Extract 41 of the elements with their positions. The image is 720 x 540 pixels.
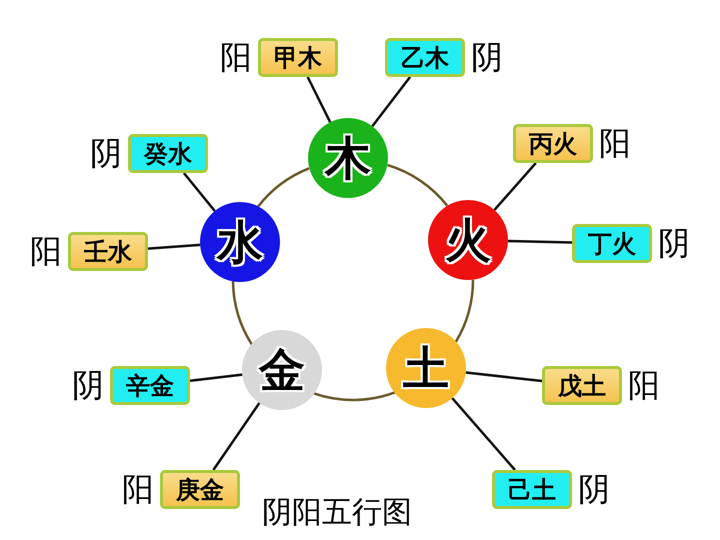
connector-line (371, 76, 412, 128)
yin-yang-label: 阴 (72, 368, 104, 400)
stem-label-box: 辛金 (110, 366, 190, 405)
connector-line (508, 240, 572, 244)
connector-line (466, 371, 542, 382)
connector-line (212, 402, 260, 471)
ring-arc (313, 391, 396, 402)
ring-arc (232, 281, 254, 346)
stem-label-box: 丁火 (572, 224, 652, 263)
element-circle: 水 (200, 202, 280, 282)
yin-yang-label: 阴 (471, 40, 503, 72)
yin-yang-label: 阳 (628, 368, 660, 400)
ring-arc (454, 280, 474, 343)
connector-line (148, 244, 200, 250)
yin-yang-label: 阳 (30, 234, 62, 266)
ring-arc (257, 167, 310, 208)
yin-yang-label: 阴 (90, 136, 122, 168)
connector-line (494, 162, 537, 211)
stem-label-box: 庚金 (160, 470, 240, 509)
yin-yang-label: 阴 (578, 472, 610, 504)
element-circle: 木 (308, 118, 388, 198)
connector-line (451, 397, 516, 471)
yin-yang-label: 阳 (220, 40, 252, 72)
connector-line (306, 76, 332, 123)
stem-label-box: 甲木 (258, 38, 338, 77)
stem-label-box: 壬水 (68, 232, 148, 271)
element-circle: 土 (386, 328, 466, 408)
ring-arc (387, 164, 448, 206)
connector-line (190, 373, 242, 382)
yin-yang-label: 阳 (599, 126, 631, 158)
yin-yang-label: 阳 (122, 472, 154, 504)
element-circle: 火 (428, 200, 508, 280)
diagram-title: 阴阳五行图 (262, 498, 412, 528)
yin-yang-label: 阴 (658, 226, 690, 258)
stem-label-box: 癸水 (128, 134, 208, 173)
stem-label-box: 乙木 (385, 38, 465, 77)
element-circle: 金 (242, 330, 322, 410)
stem-label-box: 戊土 (542, 366, 622, 405)
connector-line (182, 172, 216, 212)
stem-label-box: 丙火 (513, 124, 593, 163)
stem-label-box: 己土 (492, 470, 572, 509)
